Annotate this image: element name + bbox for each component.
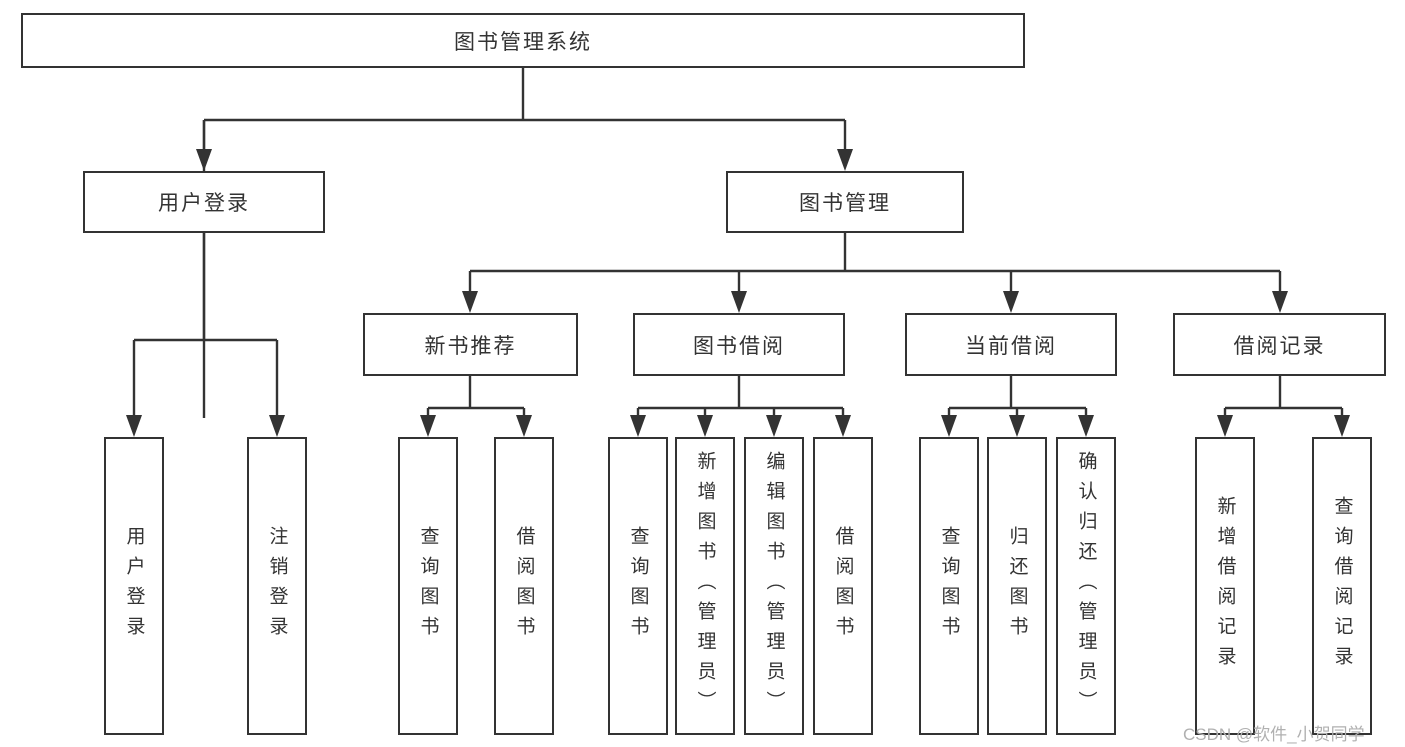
node-label: 图书管理 — [799, 192, 891, 215]
leaf-label: 借阅图书 — [513, 526, 535, 646]
leaf-records-add: 新增借阅记录 — [1195, 437, 1255, 735]
node-book-borrow: 图书借阅 — [633, 313, 845, 376]
leaf-label: 归还图书 — [1006, 526, 1028, 646]
leaf-records-query: 查询借阅记录 — [1312, 437, 1372, 735]
node-label: 用户登录 — [158, 192, 250, 215]
node-new-book-recommend: 新书推荐 — [363, 313, 578, 376]
leaf-current-query-books: 查询图书 — [919, 437, 979, 735]
node-user-login-branch: 用户登录 — [83, 171, 325, 233]
leaf-borrow-edit-books-admin: 编辑图书（管理员） — [744, 437, 804, 735]
leaf-label: 新增图书（管理员） — [694, 451, 716, 721]
leaf-label: 查询图书 — [417, 526, 439, 646]
leaf-label: 新增借阅记录 — [1214, 496, 1236, 676]
leaf-logout: 注销登录 — [247, 437, 307, 735]
leaf-label: 查询图书 — [627, 526, 649, 646]
node-borrow-records: 借阅记录 — [1173, 313, 1386, 376]
leaf-borrow-add-books-admin: 新增图书（管理员） — [675, 437, 735, 735]
leaf-current-confirm-return-admin: 确认归还（管理员） — [1056, 437, 1116, 735]
node-label: 当前借阅 — [965, 334, 1057, 358]
node-library-management-system: 图书管理系统 — [21, 13, 1025, 68]
leaf-current-return-books: 归还图书 — [987, 437, 1047, 735]
node-current-borrow: 当前借阅 — [905, 313, 1117, 376]
node-label: 新书推荐 — [424, 334, 517, 358]
node-label: 图书借阅 — [693, 334, 785, 358]
leaf-newbooks-borrow-books: 借阅图书 — [494, 437, 554, 735]
node-label: 图书管理系统 — [454, 30, 592, 54]
leaf-label: 注销登录 — [266, 526, 288, 646]
leaf-label: 查询图书 — [938, 526, 960, 646]
node-label: 借阅记录 — [1233, 334, 1326, 358]
node-book-management: 图书管理 — [726, 171, 964, 233]
leaf-label: 编辑图书（管理员） — [763, 451, 785, 721]
leaf-borrow-borrow-books: 借阅图书 — [813, 437, 873, 735]
leaf-newbooks-query-books: 查询图书 — [398, 437, 458, 735]
leaf-label: 用户登录 — [123, 526, 145, 646]
leaf-borrow-query-books: 查询图书 — [608, 437, 668, 735]
leaf-user-login: 用户登录 — [104, 437, 164, 735]
leaf-label: 确认归还（管理员） — [1075, 451, 1097, 721]
watermark: CSDN @软件_小贺同学 — [1183, 725, 1365, 744]
leaf-label: 查询借阅记录 — [1331, 496, 1353, 676]
leaf-label: 借阅图书 — [832, 526, 854, 646]
